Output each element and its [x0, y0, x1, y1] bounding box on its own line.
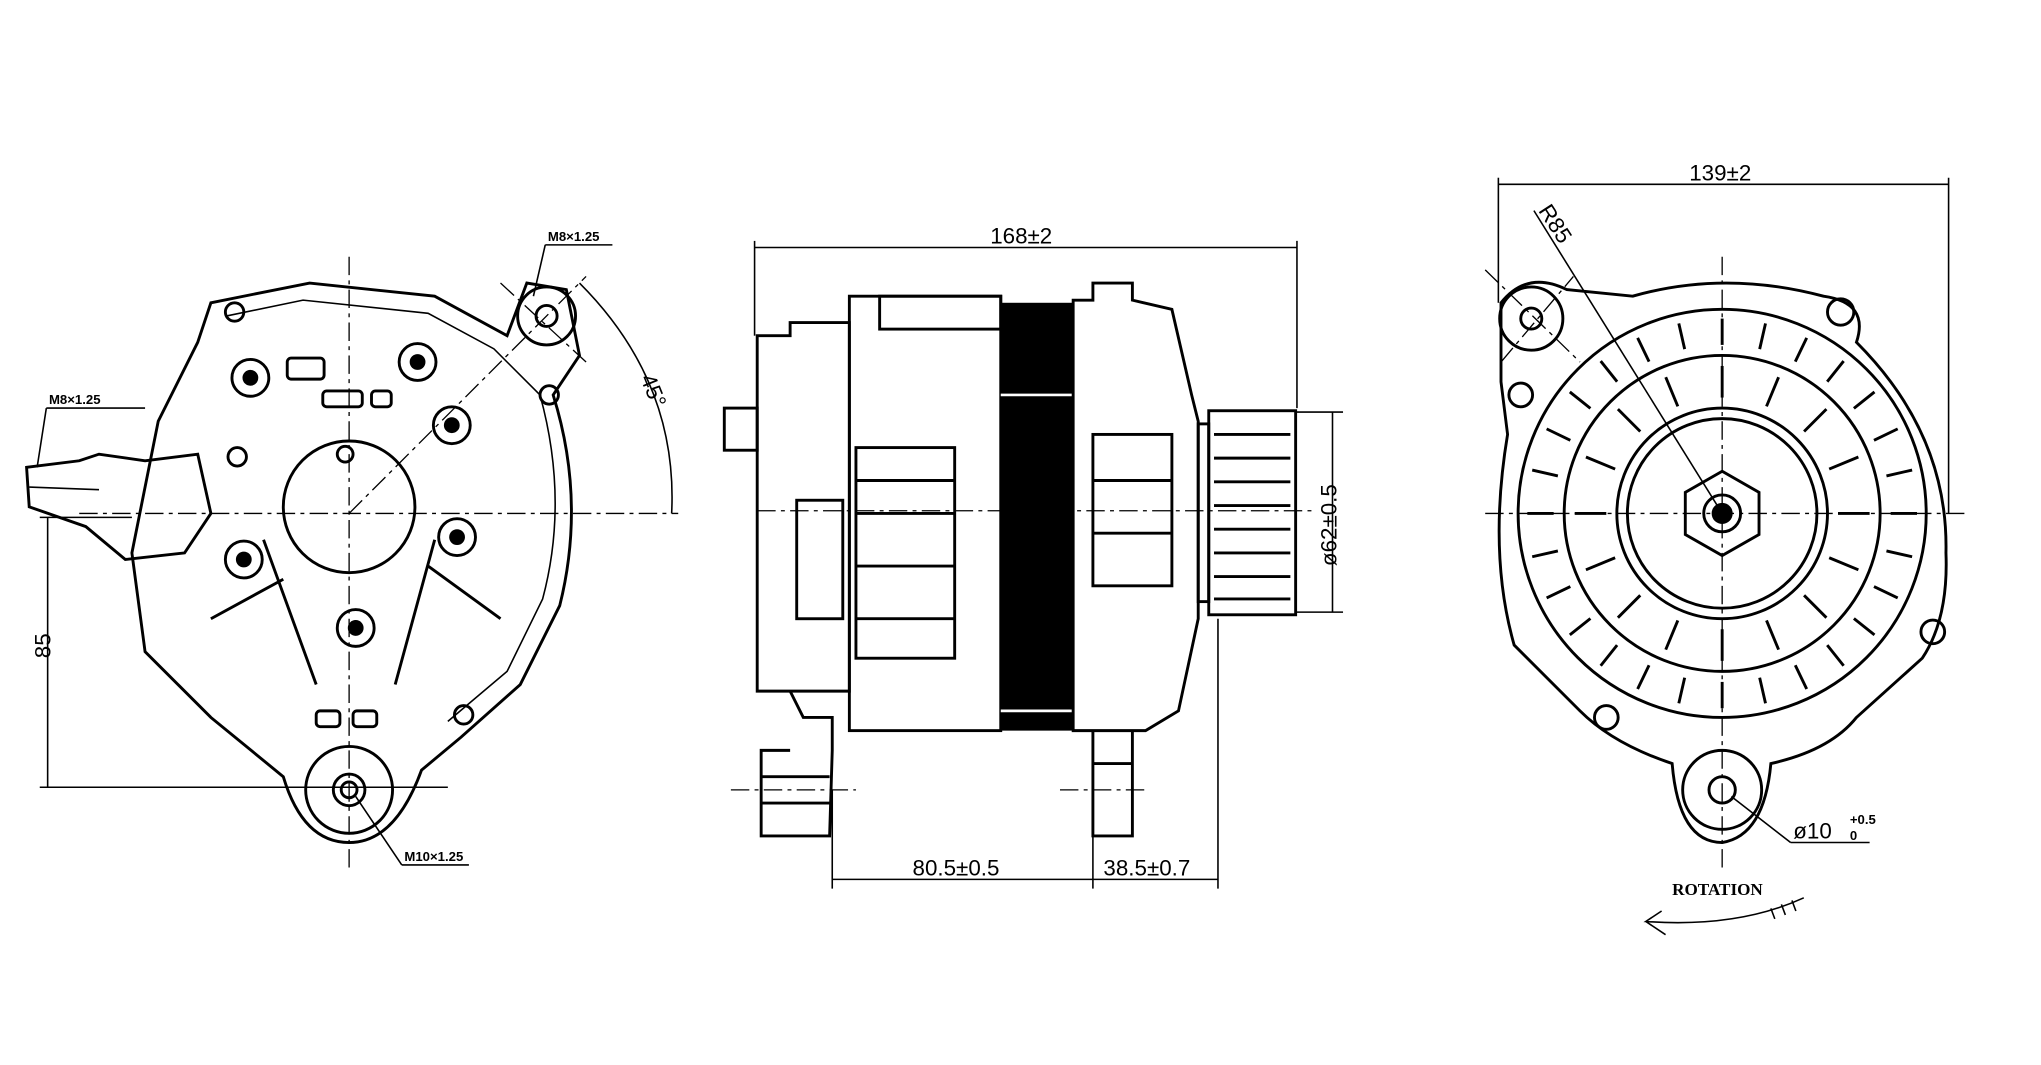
- fan-slot: [1803, 594, 1828, 619]
- rotation-arrow-icon: [1643, 897, 1805, 936]
- vent-slot: [1568, 617, 1592, 637]
- vent-slot: [1599, 360, 1619, 383]
- fan-slot: [1765, 376, 1780, 407]
- vent-slot: [1758, 323, 1767, 350]
- bottom-thread-label: M10×1.25: [404, 849, 463, 864]
- fan-slot: [1803, 408, 1828, 433]
- vent-slot: [1793, 337, 1809, 363]
- fan-slot: [1616, 594, 1642, 619]
- fan-slot: [1585, 455, 1616, 471]
- pulley-diameter-dimension: ø62±0.5: [1316, 484, 1341, 566]
- bolt-heads: [223, 301, 560, 726]
- vent-slot: [1636, 337, 1651, 363]
- vent-slot: [1853, 390, 1876, 410]
- rotation-label: ROTATION: [1672, 880, 1763, 899]
- vent-slot: [1873, 427, 1899, 442]
- radius-dimension: R85: [1534, 200, 1577, 248]
- vent-slot: [1677, 323, 1687, 350]
- flange-to-pulley-dimension: 38.5±0.7: [1103, 855, 1190, 880]
- vent-slot: [1853, 617, 1876, 637]
- fan-slot: [1828, 556, 1859, 572]
- vent-slot: [1599, 644, 1619, 667]
- vent-slot: [1758, 677, 1767, 704]
- mount-to-flange-dimension: 80.5±0.5: [913, 855, 1000, 880]
- vent-slot: [1677, 677, 1687, 704]
- vent-slot: [1568, 390, 1592, 410]
- fan-slot: [1828, 455, 1859, 471]
- front-fins: [795, 446, 957, 660]
- width-dimension: 139±2: [1689, 160, 1751, 185]
- vent-slot: [1545, 585, 1571, 600]
- vent-slot: [1545, 427, 1571, 442]
- overall-length-dimension: 168±2: [990, 224, 1052, 249]
- fan-slot: [1765, 619, 1780, 651]
- left-thread-label: M8×1.25: [49, 392, 101, 407]
- stator: [1000, 302, 1074, 731]
- vent-slot: [1531, 549, 1559, 559]
- fan-slot: [1664, 376, 1680, 407]
- fan-slot: [1664, 619, 1680, 651]
- vent-slot: [1886, 549, 1913, 559]
- top-thread-label: M8×1.25: [548, 229, 600, 244]
- rear-view: 85 45° M8×1.25 M8×1.25 M10×1.25: [25, 229, 679, 869]
- vent-slot: [1873, 585, 1899, 600]
- fan-slot: [1616, 408, 1642, 433]
- angle-dimension: 45°: [635, 370, 671, 411]
- hole-tolerance-lower: 0: [1850, 828, 1857, 843]
- vent-slot: [1826, 644, 1845, 667]
- vent-slot: [1886, 468, 1913, 478]
- pulley: [1196, 409, 1298, 617]
- vent-slot: [1531, 468, 1559, 478]
- hole-diameter-dimension: ø10: [1793, 819, 1832, 844]
- vent-slot: [1793, 664, 1809, 690]
- height-dimension: 85: [30, 633, 55, 658]
- hole-tolerance-upper: +0.5: [1850, 812, 1876, 827]
- vent-slot: [1826, 360, 1845, 383]
- side-view: 168±2 ø62±0.5 80.5±0.5 38.5±0.7: [722, 224, 1344, 889]
- fan-slot: [1585, 556, 1616, 572]
- front-view: 139±2 R85 ø10 +0.5 0 ROTATION: [1484, 160, 1969, 936]
- vent-slot: [1636, 664, 1651, 690]
